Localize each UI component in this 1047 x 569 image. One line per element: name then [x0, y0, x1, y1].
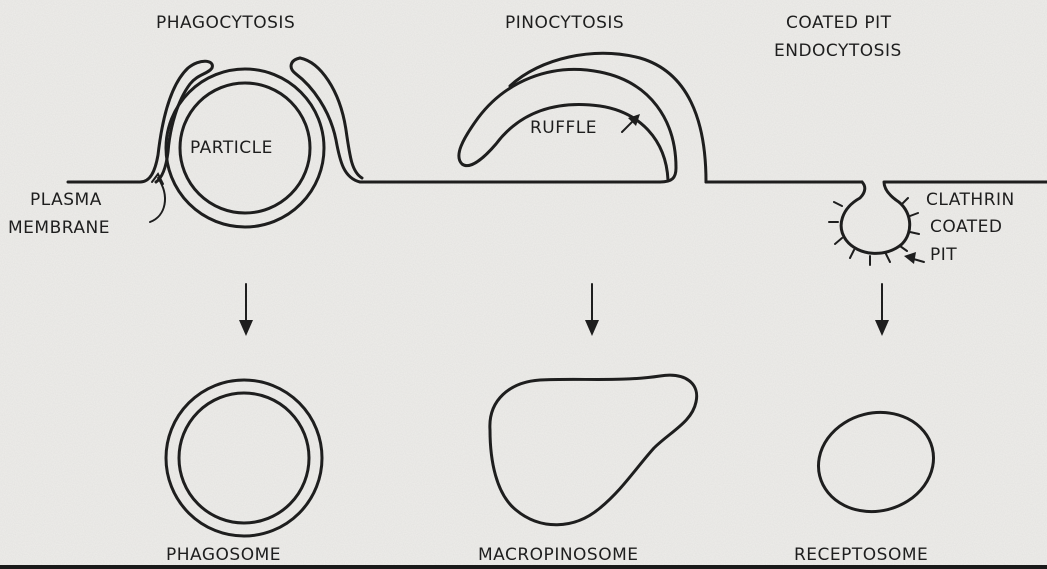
- label-coated-pit-line1: COATED PIT: [786, 13, 892, 33]
- label-plasma-membrane-line1: PLASMA: [30, 190, 102, 210]
- label-clathrin-line1: CLATHRIN: [926, 190, 1015, 210]
- label-receptosome: RECEPTOSOME: [794, 545, 928, 565]
- label-pinocytosis: PINOCYTOSIS: [505, 13, 624, 33]
- label-particle: PARTICLE: [190, 138, 273, 158]
- label-coated-pit-line2: ENDOCYTOSIS: [774, 41, 902, 61]
- label-phagocytosis: PHAGOCYTOSIS: [156, 13, 295, 33]
- label-macropinosome: MACROPINOSOME: [478, 545, 639, 565]
- label-clathrin-line3: PIT: [930, 245, 957, 265]
- label-ruffle: RUFFLE: [530, 118, 597, 138]
- bottom-border: [0, 565, 1047, 569]
- label-phagosome: PHAGOSOME: [166, 545, 281, 565]
- label-clathrin-line2: COATED: [930, 217, 1002, 237]
- label-plasma-membrane-line2: MEMBRANE: [8, 218, 110, 238]
